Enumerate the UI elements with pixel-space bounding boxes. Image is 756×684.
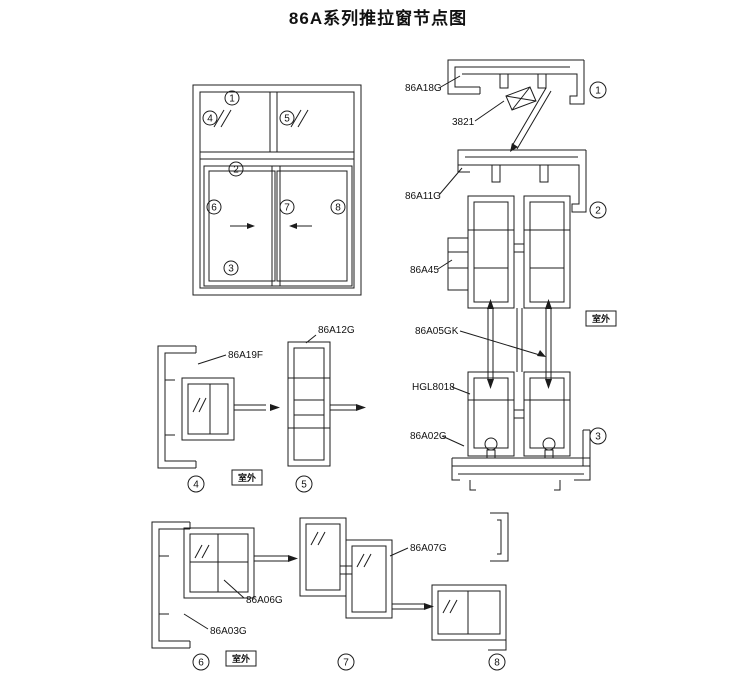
section-marker-1: 1: [589, 81, 607, 99]
window-elevation: 1 4 5 2 6 7 8 3: [192, 84, 362, 296]
svg-text:3: 3: [595, 432, 601, 443]
svg-text:4: 4: [207, 114, 213, 125]
elevation-marker-4: 4: [202, 110, 218, 126]
sash-section-86a06g: [183, 527, 255, 599]
interlock-sections-7: [299, 517, 393, 619]
svg-text:1: 1: [595, 86, 601, 97]
svg-text:5: 5: [284, 114, 290, 125]
svg-text:1: 1: [229, 94, 235, 105]
label-86a02g: 86A02G: [410, 431, 465, 447]
svg-text:8: 8: [494, 658, 500, 669]
label-hgl8018: HGL8018: [412, 382, 471, 395]
glass-between-4-5: [234, 404, 280, 411]
glass-hatch-left: [213, 109, 232, 128]
lower-sash-sections: [467, 371, 571, 457]
mullion-profile-86a12g: [287, 341, 331, 467]
svg-text:7: 7: [343, 658, 349, 669]
jamb-piece-right-top: [490, 512, 509, 562]
glass-right-of-5: [330, 404, 366, 411]
label-86a03g: 86A03G: [183, 613, 247, 637]
svg-text:室外: 室外: [238, 472, 256, 483]
section-marker-5: 5: [295, 475, 313, 493]
sill-profile: [451, 429, 591, 491]
svg-text:7: 7: [284, 203, 290, 214]
elevation-marker-5: 5: [279, 110, 295, 126]
label-86a18g: 86A18G: [405, 75, 461, 94]
svg-text:5: 5: [301, 480, 307, 491]
svg-text:86A18G: 86A18G: [405, 83, 442, 94]
anti-lift-block-86a45: [447, 237, 469, 291]
elevation-marker-2: 2: [228, 161, 244, 177]
section-marker-2: 2: [589, 201, 607, 219]
section-marker-3: 3: [589, 427, 607, 445]
section-marker-7: 7: [337, 653, 355, 671]
label-86a11g: 86A11G: [405, 167, 463, 202]
svg-text:86A05GK: 86A05GK: [415, 326, 459, 337]
glass-between-6-7: [254, 555, 298, 562]
svg-text:86A19F: 86A19F: [228, 350, 263, 361]
mid-glass-panes: [487, 299, 552, 389]
label-86a06g: 86A06G: [223, 579, 283, 606]
jamb-profile-86a19f: [157, 345, 197, 469]
svg-text:86A03G: 86A03G: [210, 626, 247, 637]
svg-text:8: 8: [335, 203, 341, 214]
section-marker-6: 6: [192, 653, 210, 671]
slide-arrow-right-icon: [289, 223, 312, 229]
label-86a12g: 86A12G: [305, 325, 355, 344]
label-86a07g: 86A07G: [389, 543, 447, 557]
label-86a19f: 86A19F: [197, 350, 263, 365]
svg-text:2: 2: [595, 206, 601, 217]
svg-text:室外: 室外: [592, 313, 610, 324]
sash-section-4: [181, 377, 235, 441]
elevation-marker-7: 7: [279, 199, 295, 215]
elevation-marker-6: 6: [206, 199, 222, 215]
svg-text:86A07G: 86A07G: [410, 543, 447, 554]
page-title: 86A系列推拉窗节点图: [289, 8, 467, 28]
svg-text:4: 4: [193, 480, 199, 491]
outdoor-box-right: 室外: [585, 310, 617, 327]
head-frame-profile: [447, 59, 585, 105]
svg-text:HGL8018: HGL8018: [412, 382, 455, 393]
upper-sash-sections: [447, 195, 571, 309]
label-3821: 3821: [452, 100, 505, 128]
label-86a45: 86A45: [410, 259, 453, 276]
outdoor-box-middle: 室外: [231, 469, 263, 486]
transom-profile: [457, 149, 587, 213]
svg-text:6: 6: [198, 658, 204, 669]
svg-text:86A45: 86A45: [410, 265, 439, 276]
elevation-marker-8: 8: [330, 199, 346, 215]
section-marker-4: 4: [187, 475, 205, 493]
section-marker-8: 8: [488, 653, 506, 671]
head-glazing-bead: [505, 86, 552, 152]
svg-text:86A02G: 86A02G: [410, 431, 447, 442]
svg-text:2: 2: [233, 165, 239, 176]
outdoor-box-bottom: 室外: [225, 650, 257, 667]
svg-text:6: 6: [211, 203, 217, 214]
elevation-marker-3: 3: [223, 260, 239, 276]
jamb-profile-86a03g: [151, 521, 191, 649]
glass-between-7-8: [392, 603, 434, 610]
elevation-marker-1: 1: [224, 90, 240, 106]
label-86a05gk: 86A05GK: [415, 326, 546, 357]
glass-hatch-right: [290, 109, 309, 128]
svg-text:3: 3: [228, 264, 234, 275]
sash-section-8: [431, 584, 507, 651]
svg-text:3821: 3821: [452, 117, 475, 128]
slide-arrow-left-icon: [230, 223, 255, 229]
svg-text:室外: 室外: [232, 653, 250, 664]
svg-text:86A11G: 86A11G: [405, 191, 441, 202]
svg-text:86A12G: 86A12G: [318, 325, 355, 336]
svg-text:86A06G: 86A06G: [246, 595, 283, 606]
